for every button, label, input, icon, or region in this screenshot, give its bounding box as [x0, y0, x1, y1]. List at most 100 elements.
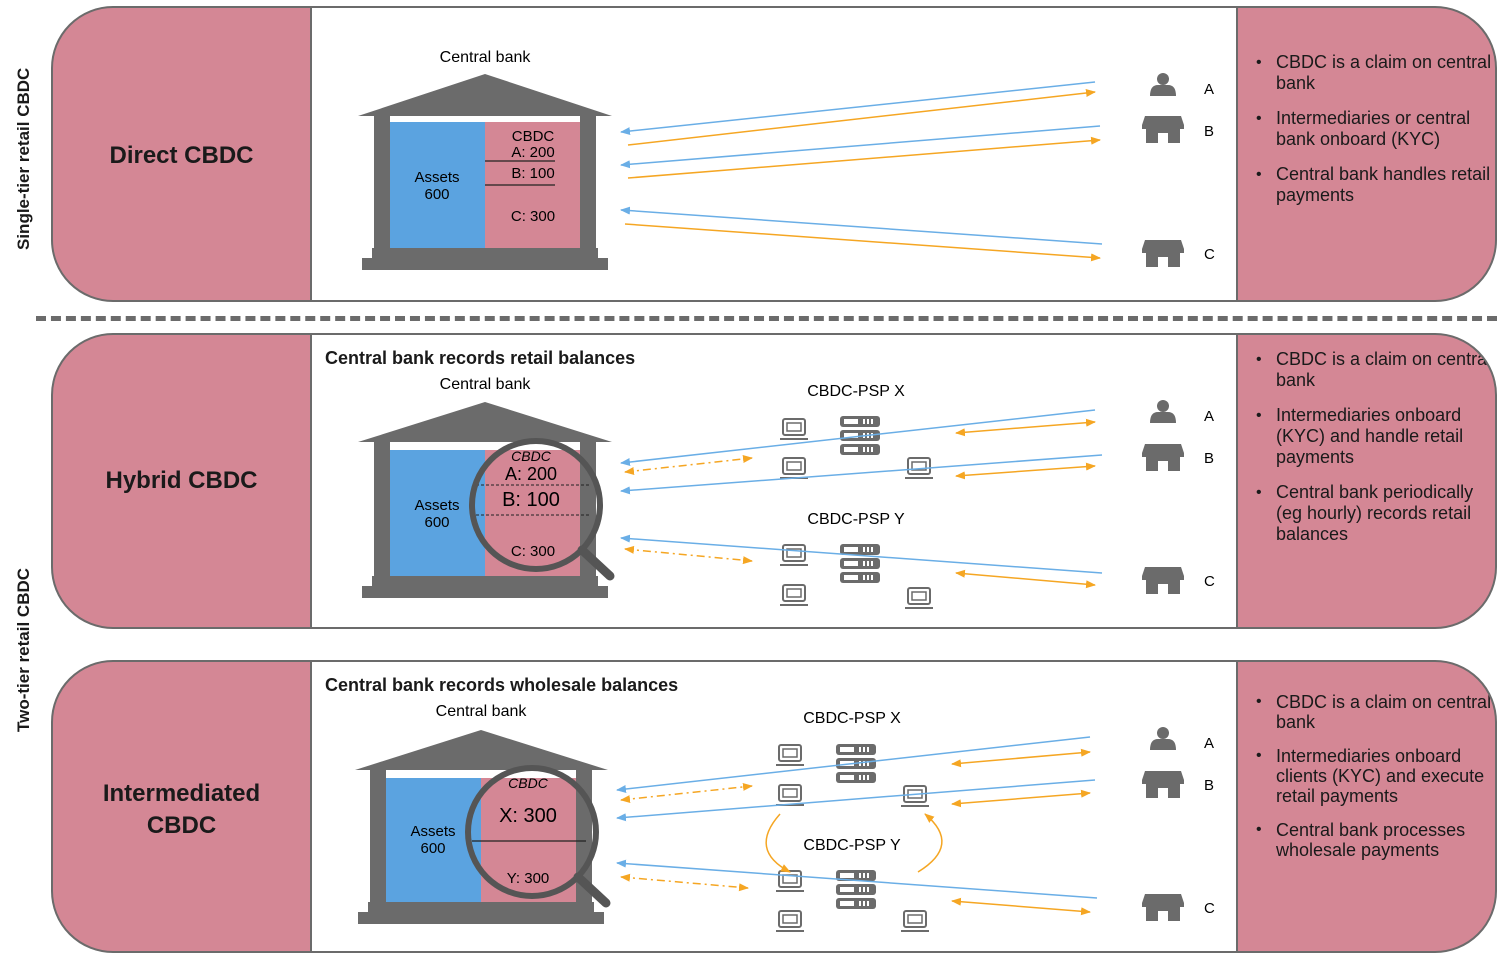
panel-title: Direct CBDC — [53, 140, 310, 172]
bullet-list: CBDC is a claim on central bank Intermed… — [1248, 692, 1493, 874]
computer-icon — [775, 784, 805, 806]
ledger-heading: CBDC — [508, 775, 549, 791]
cbdc-block — [481, 778, 576, 902]
assets-block — [390, 450, 485, 576]
computer-icon — [779, 418, 809, 440]
client-c-label: C — [1204, 246, 1215, 263]
panel-title: Hybrid CBDC — [53, 465, 310, 497]
magnifier-icon — [469, 438, 603, 572]
client-a-label: A — [1204, 408, 1214, 425]
store-icon — [1142, 894, 1184, 921]
title-line: CBDC — [146, 812, 217, 839]
bank-pillar-left — [374, 442, 390, 576]
bullet-item: Intermediaries onboard clients (KYC) and… — [1248, 746, 1493, 806]
title-line: Intermediated — [102, 780, 261, 807]
client-c-label: C — [1204, 573, 1215, 590]
assets-value: 600 — [424, 186, 449, 203]
title-line: Direct CBDC — [109, 142, 254, 169]
bullet-list: CBDC is a claim on central bank Intermed… — [1248, 52, 1493, 220]
bullet-item: Central bank processes wholesale payment… — [1248, 820, 1493, 860]
person-icon — [1150, 400, 1176, 423]
server-icon — [835, 869, 877, 910]
bank-roof — [358, 402, 612, 442]
psp-x-label: CBDC-PSP X — [807, 383, 905, 400]
ledger-entry-a: A: 200 — [505, 464, 557, 484]
computer-icon — [900, 910, 930, 932]
assets-label: Assets — [414, 497, 459, 514]
bank-pillar-right — [580, 116, 596, 248]
bank-foundation — [362, 586, 608, 598]
central-bank-label: Central bank — [440, 376, 532, 393]
bank-pillar-left — [374, 116, 390, 248]
ledger-entry-x: X: 300 — [499, 805, 557, 827]
central-bank-label: Central bank — [440, 49, 532, 66]
assets-block — [386, 778, 481, 902]
store-icon — [1142, 771, 1184, 798]
computer-icon — [775, 744, 805, 766]
bank-foundation — [362, 258, 608, 270]
client-b-label: B — [1204, 450, 1214, 467]
client-a-label: A — [1204, 735, 1214, 752]
client-b-label: B — [1204, 777, 1214, 794]
bullet-item: Intermediaries onboard (KYC) and handle … — [1248, 405, 1493, 468]
bank-roof — [358, 74, 612, 116]
bank-base — [372, 576, 598, 586]
computer-icon — [904, 587, 934, 609]
ledger-entry-c: C: 300 — [511, 543, 555, 560]
psp-x-label: CBDC-PSP X — [803, 710, 901, 727]
magnifier-icon — [465, 765, 599, 899]
central-bank-3: Central bank Assets 600 CBDC X: 300 Y: 3… — [355, 703, 611, 924]
psp-y-label: CBDC-PSP Y — [803, 837, 901, 854]
assets-value: 600 — [424, 514, 449, 531]
psp-y-label: CBDC-PSP Y — [807, 511, 905, 528]
bank-base — [372, 248, 598, 258]
ledger-entry-b: B: 100 — [511, 165, 554, 182]
flow-arrows-2 — [620, 409, 1103, 589]
subheading: Central bank records wholesale balances — [325, 675, 679, 695]
computer-icon — [779, 584, 809, 606]
central-bank-1: Central bank Assets 600 CBDC A: 200 B: 1… — [358, 49, 612, 270]
ledger-entry-c: C: 300 — [511, 208, 555, 225]
store-icon — [1142, 116, 1184, 143]
bullet-item: Intermediaries or central bank onboard (… — [1248, 108, 1493, 150]
computer-icon — [775, 910, 805, 932]
assets-label: Assets — [410, 823, 455, 840]
person-icon — [1150, 73, 1176, 96]
bullet-item: CBDC is a claim on central bank — [1248, 692, 1493, 732]
computer-icon — [779, 457, 809, 479]
bank-foundation — [358, 912, 604, 924]
client-c-label: C — [1204, 900, 1215, 917]
computer-icon — [900, 785, 930, 807]
server-icon — [839, 543, 881, 584]
client-b-label: B — [1204, 123, 1214, 140]
assets-block — [390, 122, 485, 248]
panel-title: Intermediated CBDC — [53, 778, 310, 842]
central-bank-2: Central bank Assets 600 CBDC A: 200 B: 1… — [358, 376, 615, 598]
tier-divider — [36, 316, 1497, 321]
store-icon — [1142, 567, 1184, 594]
assets-value: 600 — [420, 840, 445, 857]
subheading: Central bank records retail balances — [325, 348, 636, 368]
bullet-item: Central bank periodically (eg hourly) re… — [1248, 482, 1493, 545]
store-icon — [1142, 240, 1184, 267]
bullet-item: CBDC is a claim on central bank — [1248, 349, 1493, 391]
computer-icon — [775, 870, 805, 892]
ledger-heading: CBDC — [511, 448, 552, 464]
ledger-entry-y: Y: 300 — [507, 870, 550, 887]
central-bank-label: Central bank — [436, 703, 528, 720]
ledger-heading: CBDC — [512, 128, 555, 145]
person-icon — [1150, 727, 1176, 750]
bank-roof — [355, 730, 608, 770]
store-icon — [1142, 444, 1184, 471]
bank-base — [368, 902, 594, 912]
title-line: Hybrid CBDC — [105, 467, 258, 494]
bullet-item: CBDC is a claim on central bank — [1248, 52, 1493, 94]
server-icon — [839, 415, 881, 456]
flow-arrows-1 — [620, 81, 1103, 262]
bullet-list: CBDC is a claim on central bank Intermed… — [1248, 349, 1493, 559]
bullet-item: Central bank handles retail payments — [1248, 164, 1493, 206]
flow-arrows-3 — [616, 736, 1098, 916]
computer-icon — [779, 544, 809, 566]
ledger-entry-b: B: 100 — [502, 489, 560, 511]
